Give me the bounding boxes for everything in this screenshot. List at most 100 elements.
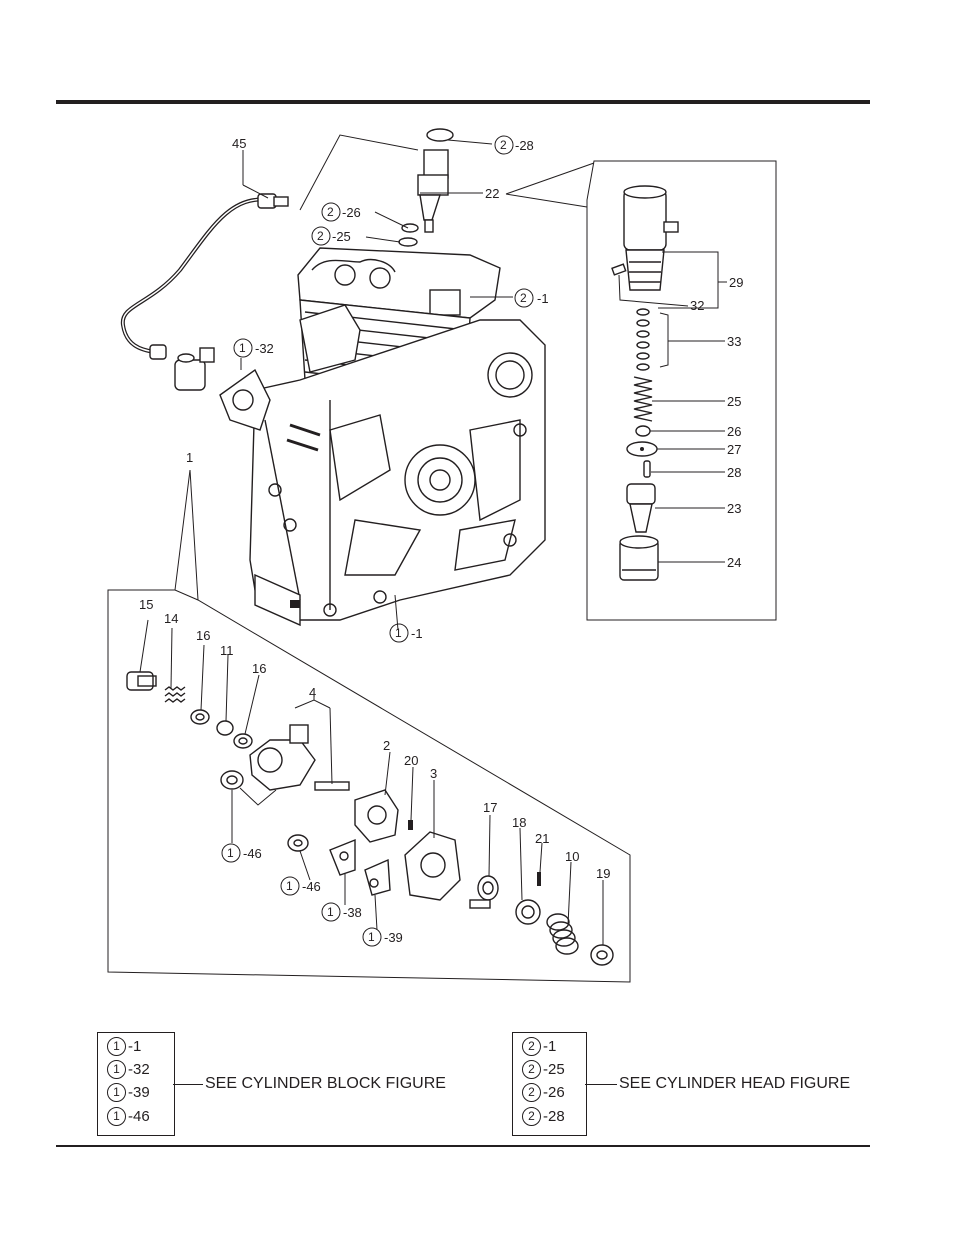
ref-1-39: 1 -39	[363, 928, 403, 946]
label-29: 29	[729, 275, 743, 290]
label-20: 20	[404, 753, 418, 768]
legend-block-row-2-group: 1	[107, 1060, 126, 1079]
ref-1-46a-group: 1	[227, 846, 234, 860]
legend-head-row-4-group: 2	[522, 1107, 541, 1126]
ref-1-32-group: 1	[239, 341, 246, 355]
spring-part-14	[165, 628, 185, 702]
pump-body-part-4	[250, 690, 349, 790]
label-16b: 16	[252, 661, 266, 676]
ref-2-25: 2 -25	[312, 227, 351, 245]
legend-block-row-3-suffix: -39	[128, 1084, 150, 1101]
label-17: 17	[483, 800, 497, 815]
nut-ref-1-46b	[288, 835, 310, 880]
exploded-view-diagram: 45 22 1 15 14 16 11 16 4 2 20 3 17 18 21…	[0, 0, 954, 1010]
ref-2-1-suffix: -1	[537, 291, 549, 306]
ref-2-26-group: 2	[327, 205, 334, 219]
seat-part-26	[636, 426, 725, 436]
label-16a: 16	[196, 628, 210, 643]
nozzle-holder-part-29	[624, 186, 727, 308]
legend-head-row-2-suffix: -25	[543, 1061, 565, 1078]
ref-2-26: 2 -26	[322, 203, 361, 221]
label-32: 32	[690, 298, 704, 313]
label-18: 18	[512, 815, 526, 830]
label-25: 25	[727, 394, 741, 409]
plug-part-15	[127, 620, 156, 690]
legend-head-row-1-suffix: -1	[543, 1038, 556, 1055]
legend-head-row-3: 2 -26	[522, 1081, 565, 1103]
ref-2-28-group: 2	[500, 138, 507, 152]
label-1: 1	[186, 450, 193, 465]
legend-block-row-1-suffix: -1	[128, 1038, 141, 1055]
bottom-rule	[56, 1145, 870, 1147]
pin-part-21	[537, 843, 542, 886]
label-21: 21	[535, 831, 549, 846]
label-2: 2	[383, 738, 390, 753]
label-24: 24	[727, 555, 741, 570]
ref-2-25-group: 2	[317, 229, 324, 243]
ref-1-46b-suffix: -46	[302, 879, 321, 894]
legend-head-row-3-suffix: -26	[543, 1084, 565, 1101]
ref-2-28-suffix: -28	[515, 138, 534, 153]
spring-part-25	[634, 377, 725, 421]
legend-head-note: SEE CYLINDER HEAD FIGURE	[619, 1075, 850, 1093]
ref-1-46a: 1 -46	[222, 844, 262, 862]
ref-1-39-suffix: -39	[384, 930, 403, 945]
label-19: 19	[596, 866, 610, 881]
label-4: 4	[309, 685, 316, 700]
legend-block-row-2: 1 -32	[107, 1058, 150, 1080]
plate-ref-1-38	[330, 840, 355, 905]
injection-pipe-part-45	[123, 194, 288, 359]
spring-part-10	[547, 862, 578, 954]
legend-block-note: SEE CYLINDER BLOCK FIGURE	[205, 1075, 446, 1093]
pump-detail-frame	[108, 590, 630, 982]
legend-block-row-3-group: 1	[107, 1083, 126, 1102]
ref-1-38-suffix: -38	[343, 905, 362, 920]
legend-block-row-3: 1 -39	[107, 1081, 150, 1103]
fuel-pump-on-block	[175, 348, 214, 390]
ref-2-1-group: 2	[520, 291, 527, 305]
label-14: 14	[164, 611, 178, 626]
nozzle-detail-frame	[587, 161, 776, 620]
legend-block-row-2-suffix: -32	[128, 1061, 150, 1078]
valve-part-11	[217, 655, 233, 735]
ref-1-1-group: 1	[395, 626, 402, 640]
ref-2-28: 2 -28	[495, 136, 534, 154]
washer-part-16a	[191, 645, 209, 724]
ref-1-1-suffix: -1	[411, 626, 423, 641]
legend-block-row-4-group: 1	[107, 1107, 126, 1126]
label-28: 28	[727, 465, 741, 480]
label-45: 45	[232, 136, 246, 151]
ref-1-32: 1 -32	[234, 339, 274, 357]
retainer-part-17	[470, 815, 498, 908]
legend-head-row-2-group: 2	[522, 1060, 541, 1079]
label-15: 15	[139, 597, 153, 612]
label-26: 26	[727, 424, 741, 439]
spacer-part-27	[627, 442, 725, 456]
plate-ref-1-39	[365, 860, 390, 930]
legend-head-row-3-group: 2	[522, 1083, 541, 1102]
legend-head-leader	[585, 1084, 617, 1085]
ref-2-25-suffix: -25	[332, 229, 351, 244]
label-33: 33	[727, 334, 741, 349]
ref-1-38: 1 -38	[322, 903, 362, 921]
legend-block-row-4: 1 -46	[107, 1105, 150, 1127]
ref-1-46b: 1 -46	[281, 877, 321, 895]
gasket-ref-1-32	[220, 370, 270, 430]
ref-1-32-suffix: -32	[255, 341, 274, 356]
washer-part-16b	[234, 675, 259, 748]
legend-head-row-1: 2 -1	[522, 1035, 556, 1057]
ref-1-39-group: 1	[368, 930, 375, 944]
ref-1-46b-group: 1	[286, 879, 293, 893]
legend-head-row-1-group: 2	[522, 1037, 541, 1056]
legend-head-row-4: 2 -28	[522, 1105, 565, 1127]
ref-2-1: 2 -1	[515, 289, 549, 307]
ref-2-26-suffix: -26	[342, 205, 361, 220]
nozzle-part-23	[627, 484, 725, 532]
ref-1-38-group: 1	[327, 905, 334, 919]
engine-block-assembly	[250, 248, 545, 625]
pin-part-20	[408, 767, 413, 830]
legend-block-row-1: 1 -1	[107, 1035, 141, 1057]
label-3: 3	[430, 766, 437, 781]
legend-block-row-1-group: 1	[107, 1037, 126, 1056]
legend-block-row-4-suffix: -46	[128, 1108, 150, 1125]
